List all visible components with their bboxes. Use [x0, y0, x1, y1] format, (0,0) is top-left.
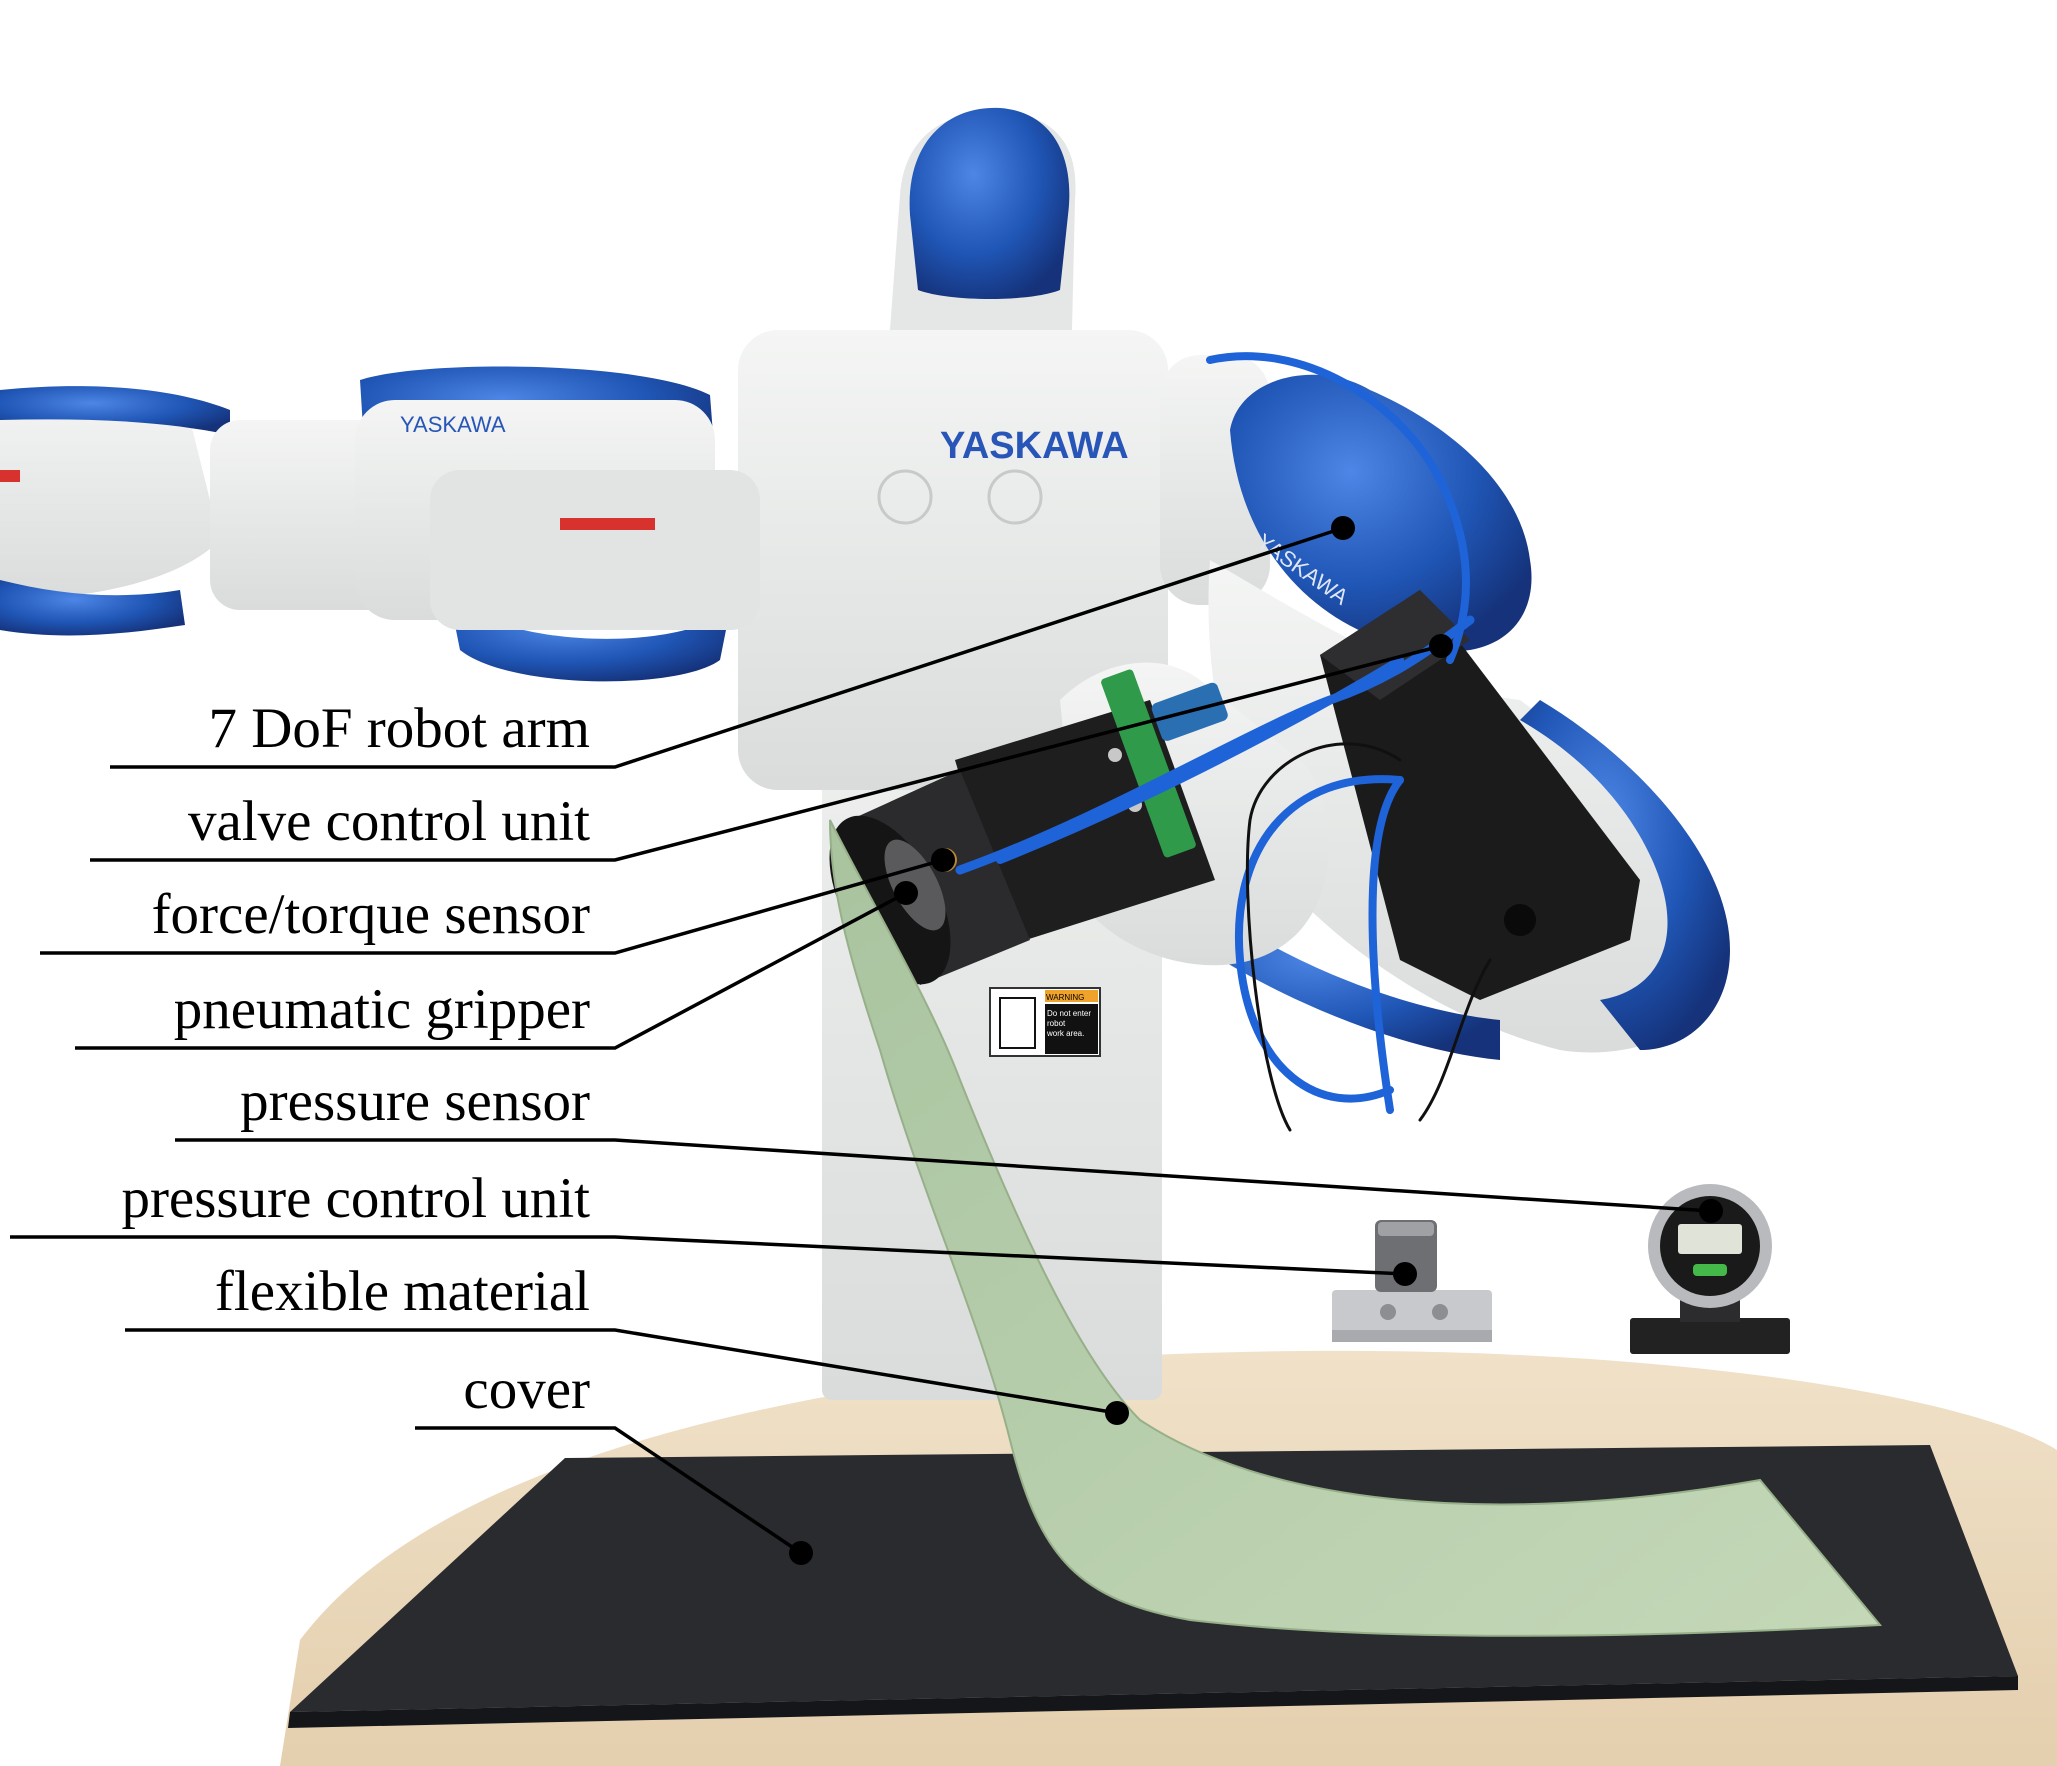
- robot-head-blue-cap: [909, 107, 1070, 299]
- leader-pressure-control-unit: [10, 1235, 1406, 1276]
- dot-pressure-control-unit: [1393, 1262, 1417, 1286]
- robot-status-light-left: [877, 469, 933, 525]
- label-pressure-control-unit: pressure control unit: [121, 1167, 590, 1230]
- leader-pneumatic-gripper: [75, 891, 907, 1050]
- pneumatic-hoses: [955, 352, 1492, 1132]
- leader-pressure-sensor: [175, 1138, 1712, 1213]
- svg-text:Do not enter: Do not enter: [1047, 1009, 1091, 1018]
- dot-pressure-sensor: [1699, 1199, 1723, 1223]
- dot-flexible-material: [1105, 1401, 1129, 1425]
- dot-force-torque-sensor: [931, 848, 955, 872]
- valve-control-unit-box: [1320, 590, 1640, 1000]
- svg-text:WARNING: WARNING: [1046, 993, 1084, 1002]
- label-flexible-material: flexible material: [214, 1260, 590, 1323]
- leader-lines: [10, 526, 1712, 1555]
- robot-left-arm: YASKAWA: [0, 366, 760, 682]
- robot-brand-large: YASKAWA: [940, 425, 1129, 467]
- warning-sticker: WARNING Do not enter robot work area.: [989, 987, 1101, 1057]
- leader-valve-control-unit: [90, 644, 1442, 862]
- leader-flexible-material: [125, 1328, 1118, 1415]
- pressure-sensor-gauge: [1630, 1184, 1790, 1354]
- leader-robot-arm: [110, 526, 1344, 769]
- dot-pneumatic-gripper: [894, 881, 918, 905]
- leader-endpoints: [789, 516, 1723, 1565]
- robot-body-housing: [738, 330, 1168, 790]
- flexible-fabric: [829, 819, 1883, 1637]
- leader-cover: [415, 1426, 802, 1555]
- label-robot-arm: 7 DoF robot arm: [208, 697, 590, 760]
- robot-status-light-right: [987, 469, 1043, 525]
- leader-force-torque-sensor: [40, 858, 944, 955]
- svg-text:work area.: work area.: [1046, 1029, 1084, 1038]
- label-pneumatic-gripper: pneumatic gripper: [173, 978, 590, 1041]
- dot-robot-arm: [1331, 516, 1355, 540]
- pressure-control-unit-device: [1332, 1220, 1492, 1342]
- label-pressure-sensor: pressure sensor: [240, 1070, 590, 1133]
- robot-brand-small: YASKAWA: [400, 412, 506, 437]
- label-valve-control-unit: valve control unit: [187, 790, 590, 853]
- label-cover: cover: [463, 1358, 590, 1421]
- dot-cover: [789, 1541, 813, 1565]
- dot-valve-control-unit: [1429, 634, 1453, 658]
- label-force-torque-sensor: force/torque sensor: [151, 883, 590, 946]
- svg-text:robot: robot: [1047, 1019, 1066, 1028]
